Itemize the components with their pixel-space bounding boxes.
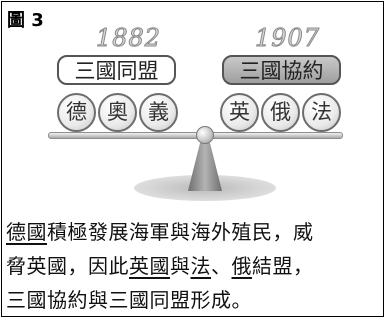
caption-text-segment: 結盟， (252, 254, 314, 278)
triple-alliance-label: 三國同盟 (57, 55, 176, 85)
caption-germany: 德國 (6, 220, 47, 244)
country-germany: 德 (57, 93, 96, 132)
country-russia: 俄 (261, 93, 300, 132)
caption-text-segment: 脅英國，因此 (6, 254, 129, 278)
caption-line-2: 脅英國，因此英國與法、俄結盟， (6, 249, 382, 283)
country-italy: 義 (139, 93, 178, 132)
triple-entente-label: 三國協約 (222, 55, 341, 85)
caption-france: 法 (190, 254, 211, 278)
scale-beam (48, 132, 343, 139)
country-austria: 奧 (98, 93, 137, 132)
scale-pivot (196, 126, 214, 144)
caption-text-segment: 積極發展海軍與海外殖民，威 (47, 220, 314, 244)
caption-line-1: 德國積極發展海軍與海外殖民，威 (6, 215, 382, 249)
scale-stand (188, 143, 222, 191)
caption-line-3: 三國協約與三國同盟形成。 (6, 288, 252, 312)
figure-label: 圖 3 (7, 10, 44, 31)
caption-britain: 英國 (129, 254, 170, 278)
triple-entente-year: 1907 (254, 24, 321, 53)
caption-text-segment: 、 (211, 254, 232, 278)
caption-text: 德國積極發展海軍與海外殖民，威 脅英國，因此英國與法、俄結盟， 三國協約與三國同… (6, 215, 382, 317)
caption-text-segment: 與 (170, 254, 191, 278)
triple-alliance-year: 1882 (95, 24, 162, 53)
caption-russia: 俄 (231, 254, 252, 278)
country-britain: 英 (220, 93, 259, 132)
country-france: 法 (302, 93, 341, 132)
figure-frame: 圖 3 1882 1907 三國同盟 三國協約 德 奧 義 英 俄 法 德國積極… (1, 1, 384, 317)
